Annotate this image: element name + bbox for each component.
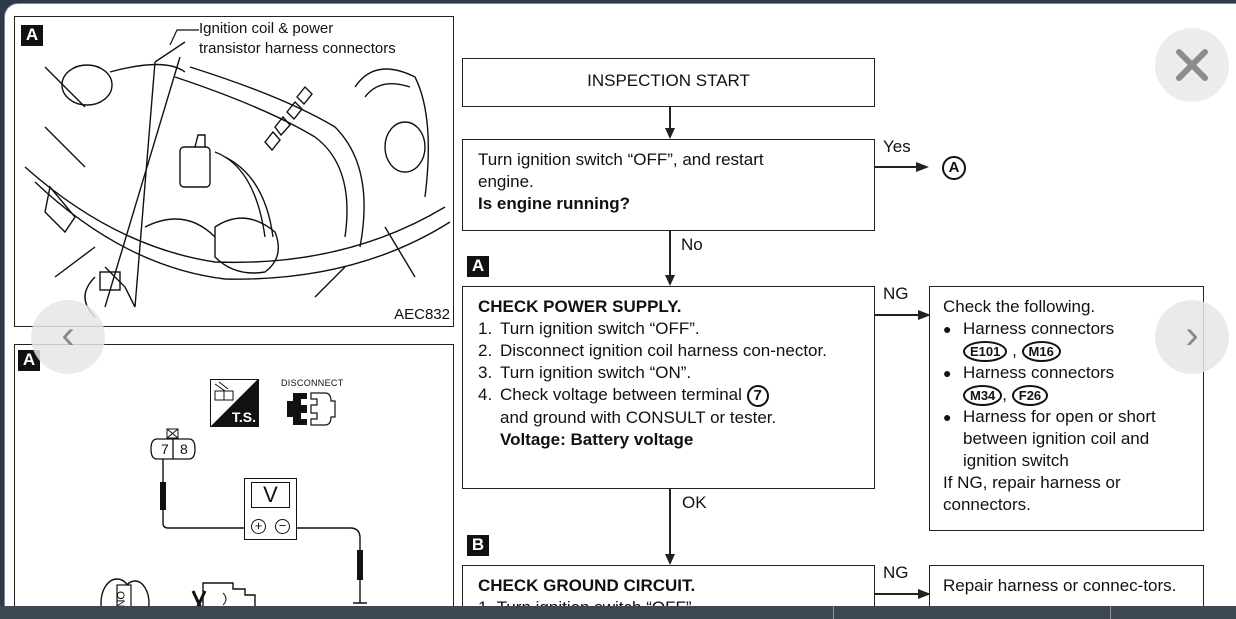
check-footer: If NG, repair harness or connectors. [943,473,1121,515]
arrow-down-icon [665,275,675,286]
ground-check-title: CHECK GROUND CIRCUIT. [478,575,859,597]
minus-terminal: − [275,519,290,534]
engine-running-question: Is engine running? [478,193,859,215]
engine-stopped-icon [191,582,256,609]
close-button[interactable] [1155,28,1229,102]
connector-pin-8: 8 [180,441,188,457]
connector-box-icon [150,428,196,460]
power-step-1: 1. Turn ignition switch “OFF”. [478,318,859,340]
inspection-start-box: INSPECTION START [462,58,875,107]
figure-code: AEC832 [394,306,450,323]
step-number: 4. [478,385,493,404]
section-tag-a: A [467,256,489,277]
disconnect-label: DISCONNECT [281,378,344,388]
no-label: No [681,235,703,254]
check-item-text: Harness for open or short between igniti… [963,407,1156,471]
section-tag-b: B [467,535,489,556]
power-step-3: 3. Turn ignition switch “ON”. [478,362,859,384]
figure-tag-a: A [21,25,43,46]
step-text: Check voltage between terminal [500,385,742,404]
engine-illustration: A Ignition coil & power transistor harne… [14,16,454,327]
restart-line-2: engine. [478,172,534,191]
check-intro: Check the following. [943,297,1096,316]
caption-line-2: transistor harness connectors [199,40,396,57]
ng-label: NG [883,284,909,303]
step-number: 2. [478,341,493,360]
terminal-7-marker: 7 [746,384,769,407]
chevron-right-icon: › [1185,313,1199,357]
arrow-right-icon [918,589,931,599]
figure-tag-a: A [18,350,40,371]
engine-line-drawing [24,41,451,318]
connector-pin-7: 7 [161,441,169,457]
ground-step-1: 1. Turn ignition switch “OFF”. [478,598,697,609]
connector-m16-badge: M16 [1021,341,1061,363]
voltage-test-diagram: A T.S. DISCONNECT 7 8 [14,344,454,609]
step-text-continued: and ground with CONSULT or tester. [500,407,777,427]
image-viewer: A Ignition coil & power transistor harne… [4,3,1236,609]
connector-f26-badge: F26 [1011,385,1049,407]
thumbnail-strip [0,606,1236,619]
step-text: Turn ignition switch “OFF”. [500,319,700,338]
check-list: Harness connectors E101 , M16 Harness co… [943,318,1190,472]
connector-line [669,107,671,129]
caption-leader-line [169,29,199,45]
connector-line [669,231,671,276]
thumbnail-divider [833,606,834,619]
check-item-1: Harness connectors E101 , M16 [943,318,1190,363]
ts-icon: T.S. [210,379,259,427]
connector-line [875,166,917,168]
connector-m34-badge: M34 [963,385,1003,407]
power-check-title: CHECK POWER SUPPLY. [478,296,859,318]
ground-ng-box: Repair harness or connec-tors. [929,565,1204,609]
caption-line-1: Ignition coil & power [199,20,334,37]
next-button[interactable]: › [1155,300,1229,374]
ok-label: OK [682,493,707,512]
connector-line [875,314,919,316]
repair-text: Repair harness or connec-tors. [943,576,1177,595]
step-number: 3. [478,363,493,382]
check-item-text: Harness connectors [963,319,1115,338]
goto-a-marker: A [942,156,966,180]
connector-e101-badge: E101 [963,341,1008,363]
power-check-title-text: CHECK POWER SUPPLY. [478,297,682,316]
step-number: 1. [478,319,493,338]
arrow-right-icon [918,310,931,320]
ground-check-title-text: CHECK GROUND CIRCUIT. [478,576,696,595]
step-text: Disconnect ignition coil harness con-nec… [500,341,827,360]
arrow-down-icon [665,128,675,139]
restart-line-1: Turn ignition switch “OFF”, and restart [478,150,764,169]
check-ground-circuit-box: CHECK GROUND CIRCUIT. 1. Turn ignition s… [462,565,875,609]
check-item-text: Harness connectors [963,363,1115,383]
ts-label: T.S. [231,409,256,425]
ng-label: NG [883,563,909,582]
figure-caption: Ignition coil & power transistor harness… [199,19,396,59]
voltage-spec: Voltage: Battery voltage [500,429,694,449]
restart-engine-box: Turn ignition switch “OFF”, and restart … [462,139,875,231]
check-item-2: Harness connectors M34, F26 [943,362,1190,407]
chevron-left-icon: ‹ [61,313,75,357]
arrow-down-icon [665,554,675,565]
check-item-3: Harness for open or short between igniti… [943,406,1190,472]
check-power-supply-box: CHECK POWER SUPPLY. 1. Turn ignition swit… [462,286,875,489]
close-icon [1176,49,1208,81]
voltmeter-display: V [251,482,290,508]
power-check-steps: 1. Turn ignition switch “OFF”. 2. Disconne… [478,318,859,451]
question-text: Is engine running? [478,194,631,213]
arrow-right-icon [916,162,929,172]
connector-line [875,593,919,595]
voltmeter-icon: V + − [244,478,297,540]
disconnect-connector-icon [287,392,336,426]
ignition-key-on-icon [100,578,150,609]
yes-label: Yes [883,137,911,156]
connector-line [669,489,671,555]
step-text: Turn ignition switch “ON”. [500,363,692,382]
power-step-2: 2. Disconnect ignition coil harness con-n… [478,340,859,362]
plus-terminal: + [251,519,266,534]
inspection-start-label: INSPECTION START [587,71,750,90]
thumbnail-divider [1110,606,1111,619]
previous-button[interactable]: ‹ [31,300,105,374]
